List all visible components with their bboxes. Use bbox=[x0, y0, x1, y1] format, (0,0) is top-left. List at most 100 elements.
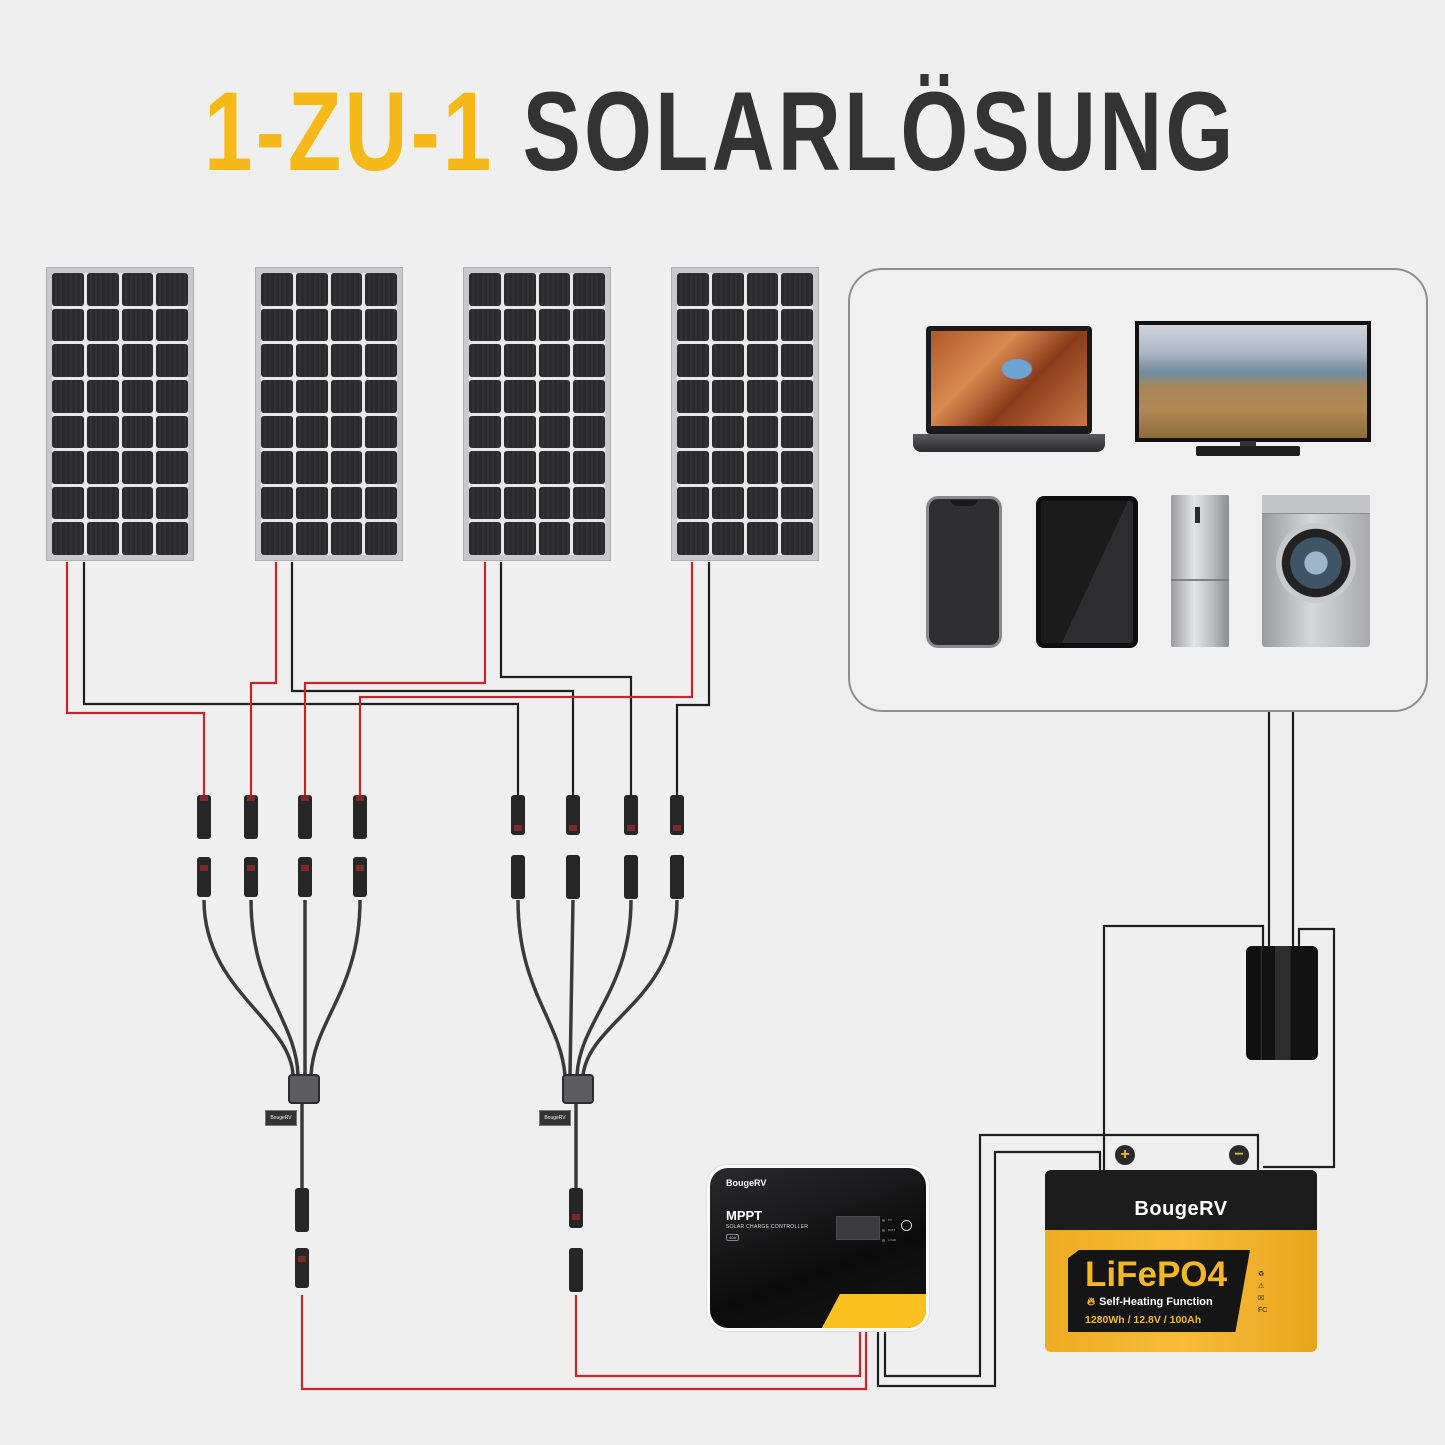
wire-pv-negative bbox=[574, 1295, 862, 1378]
branch-tag-right: BougeRV bbox=[539, 1110, 571, 1126]
solar-cell bbox=[295, 451, 328, 484]
solar-cell bbox=[781, 486, 813, 520]
solar-cell bbox=[295, 379, 328, 413]
laptop-base bbox=[913, 434, 1105, 452]
solar-cell bbox=[121, 415, 154, 449]
solar-cell bbox=[573, 379, 605, 413]
solar-cell bbox=[121, 308, 154, 342]
solar-cell bbox=[156, 308, 188, 342]
solar-cell bbox=[86, 273, 119, 306]
branch-tag-left: BougeRV bbox=[265, 1110, 297, 1126]
solar-cell bbox=[746, 451, 779, 484]
solar-cell bbox=[365, 415, 397, 449]
mc4-connector bbox=[353, 795, 367, 839]
solar-cell bbox=[86, 308, 119, 342]
solar-cell bbox=[781, 273, 813, 306]
fc-icon: FC bbox=[1258, 1307, 1268, 1314]
mc4-connector bbox=[353, 857, 367, 897]
battery-feature: 🔥︎Self-Heating Function bbox=[1087, 1296, 1213, 1308]
solar-cell bbox=[781, 308, 813, 342]
battery-negative-terminal: − bbox=[1229, 1145, 1249, 1165]
panel-cells bbox=[677, 273, 813, 555]
wire-panel4-negative bbox=[675, 562, 711, 795]
solar-cell bbox=[330, 379, 363, 413]
mc4-connector bbox=[511, 795, 525, 835]
mc4-connector bbox=[624, 855, 638, 899]
solar-cell bbox=[52, 486, 84, 520]
solar-cell bbox=[156, 273, 188, 306]
charge-controller: BougeRV MPPT SOLAR CHARGE CONTROLLER 40A… bbox=[707, 1165, 929, 1331]
solar-cell bbox=[746, 308, 779, 342]
solar-cell bbox=[86, 344, 119, 377]
branch-connector-left bbox=[288, 1074, 320, 1104]
solar-cell bbox=[746, 273, 779, 306]
solar-cell bbox=[121, 379, 154, 413]
solar-cell bbox=[330, 486, 363, 520]
wire-panel4-positive bbox=[358, 562, 694, 795]
led-icon bbox=[882, 1228, 885, 1232]
solar-cell bbox=[261, 379, 293, 413]
tv-neck bbox=[1240, 441, 1256, 449]
solar-cell bbox=[538, 344, 571, 377]
solar-cell bbox=[121, 486, 154, 520]
solar-cell bbox=[538, 522, 571, 555]
solar-cell bbox=[52, 415, 84, 449]
solar-cell bbox=[330, 308, 363, 342]
controller-accent bbox=[808, 1294, 926, 1328]
solar-cell bbox=[156, 415, 188, 449]
mc4-connector bbox=[670, 795, 684, 835]
solar-cell bbox=[52, 451, 84, 484]
solar-cell bbox=[261, 415, 293, 449]
solar-cell bbox=[156, 379, 188, 413]
mc4-connector bbox=[566, 855, 580, 899]
solar-cell bbox=[469, 451, 501, 484]
wire-pv-positive bbox=[300, 1295, 868, 1391]
solar-cell bbox=[469, 273, 501, 306]
solar-cell bbox=[365, 379, 397, 413]
solar-cell bbox=[711, 344, 744, 377]
wire-panel1-positive bbox=[65, 562, 206, 795]
solar-cell bbox=[746, 415, 779, 449]
mc4-connector bbox=[670, 855, 684, 899]
washing-machine-icon bbox=[1262, 495, 1370, 647]
mc4-connector bbox=[298, 857, 312, 897]
no-bin-icon: ☒ bbox=[1258, 1295, 1265, 1302]
solar-cell bbox=[711, 451, 744, 484]
solar-cell bbox=[677, 451, 709, 484]
mc4-connector bbox=[197, 857, 211, 897]
controller-subtitle: SOLAR CHARGE CONTROLLER bbox=[726, 1224, 809, 1230]
battery: BougeRV LiFePO4 🔥︎Self-Heating Function … bbox=[1045, 1170, 1317, 1352]
solar-cell bbox=[261, 308, 293, 342]
solar-cell bbox=[538, 273, 571, 306]
panel-cells bbox=[261, 273, 397, 555]
solar-cell bbox=[677, 522, 709, 555]
solar-cell bbox=[261, 451, 293, 484]
solar-cell bbox=[573, 451, 605, 484]
solar-cell bbox=[711, 379, 744, 413]
controller-rating: 40A bbox=[726, 1234, 740, 1241]
solar-cell bbox=[503, 344, 536, 377]
solar-cell bbox=[573, 344, 605, 377]
battery-chemistry: LiFePO4 bbox=[1085, 1255, 1227, 1294]
wire-panel2-negative bbox=[290, 562, 575, 795]
mc4-connector bbox=[298, 795, 312, 839]
battery-cert-icons: ♻ ⚠ ☒ FC bbox=[1258, 1270, 1267, 1315]
tv-stand bbox=[1196, 446, 1300, 456]
solar-cell bbox=[365, 308, 397, 342]
branch-connector-right bbox=[562, 1074, 594, 1104]
solar-cell bbox=[503, 486, 536, 520]
solar-cell bbox=[573, 486, 605, 520]
mc4-connector bbox=[511, 855, 525, 899]
solar-cell bbox=[469, 522, 501, 555]
solar-cell bbox=[295, 273, 328, 306]
solar-cell bbox=[781, 415, 813, 449]
mc4-connector bbox=[295, 1188, 309, 1232]
solar-cell bbox=[469, 379, 501, 413]
solar-cell bbox=[781, 379, 813, 413]
solar-cell bbox=[330, 415, 363, 449]
solar-cell bbox=[365, 273, 397, 306]
solar-cell bbox=[781, 451, 813, 484]
solar-cell bbox=[365, 486, 397, 520]
smartphone-icon bbox=[926, 496, 1002, 648]
